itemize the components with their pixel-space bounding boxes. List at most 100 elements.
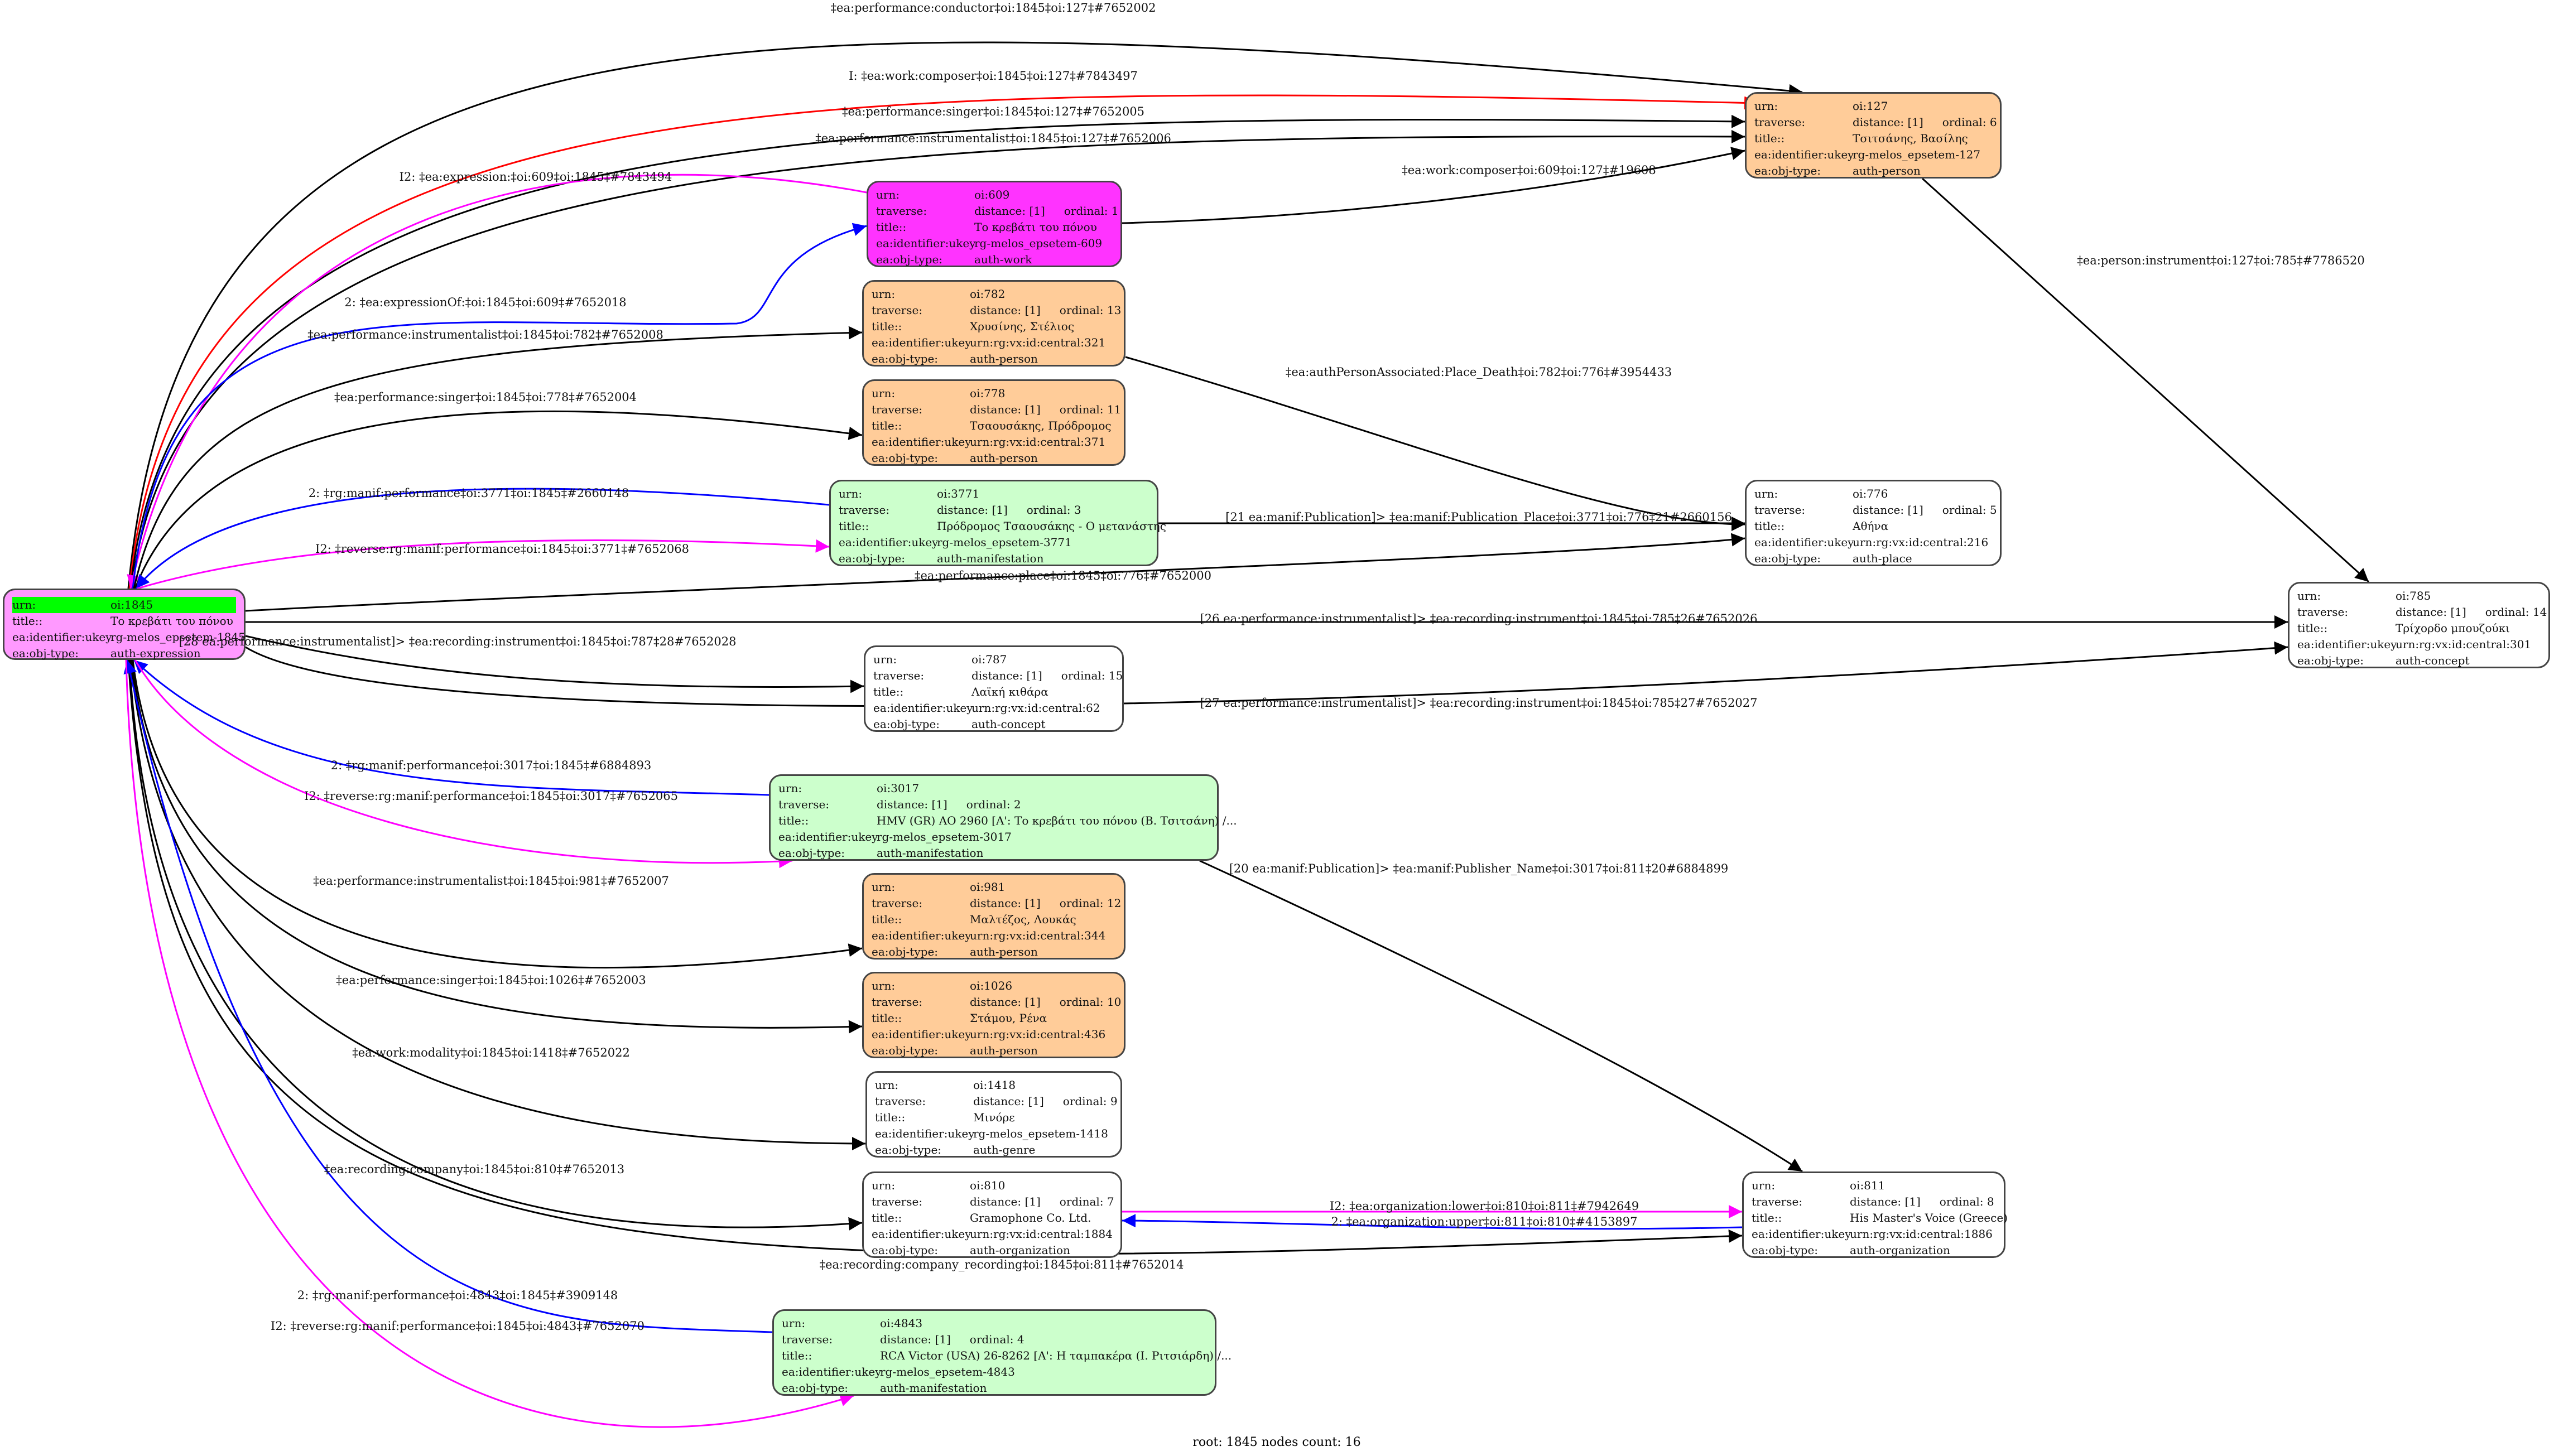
field-label: ea:obj-type: bbox=[778, 846, 845, 860]
field-label: ea:obj-type: bbox=[872, 1243, 939, 1257]
graph-edge[interactable] bbox=[129, 659, 866, 1150]
node-field-type: ea:obj-type:auth-concept bbox=[2297, 653, 2541, 669]
field-label: title:: bbox=[876, 220, 907, 234]
field-value: rg-melos_epsetem-1418 bbox=[973, 1127, 1108, 1140]
field-label: title:: bbox=[872, 1211, 902, 1224]
graph-edge[interactable] bbox=[125, 659, 854, 1428]
graph-edge[interactable] bbox=[134, 659, 793, 869]
graph-edge[interactable] bbox=[131, 659, 863, 1034]
field-value: HMV (GR) AO 2960 [A': Το κρεβάτι του πόν… bbox=[877, 814, 1237, 827]
graph-edge[interactable] bbox=[245, 533, 1745, 612]
field-value: distance: [1]ordinal: 12 bbox=[970, 895, 1121, 912]
graph-edge[interactable] bbox=[128, 659, 863, 1231]
edge-label: I2: ‡reverse:rg:manif:performance‡oi:184… bbox=[315, 542, 689, 556]
graph-edge[interactable] bbox=[123, 659, 773, 1333]
graph-edge[interactable] bbox=[127, 659, 1743, 1255]
node-field-traverse: traverse:distance: [1]ordinal: 15 bbox=[873, 668, 1123, 684]
field-label: traverse: bbox=[2297, 605, 2349, 619]
graph-edge[interactable] bbox=[127, 41, 1803, 589]
graph-edge[interactable] bbox=[132, 223, 867, 589]
node-field-type: ea:obj-type:auth-person bbox=[872, 351, 1116, 367]
field-value: rg-melos_epsetem-609 bbox=[974, 237, 1103, 250]
graph-edge[interactable] bbox=[1921, 177, 2370, 583]
field-label: title:: bbox=[1752, 1211, 1782, 1224]
ordinal-value: ordinal: 8 bbox=[1939, 1195, 1994, 1208]
node-field-traverse: traverse:distance: [1]ordinal: 14 bbox=[2297, 604, 2547, 620]
distance-value: distance: [1] bbox=[937, 503, 1008, 517]
field-value: oi:785 bbox=[2396, 589, 2431, 602]
edge-label: ‡ea:performance:place‡oi:1845‡oi:776‡#76… bbox=[915, 569, 1211, 582]
field-label: urn: bbox=[1754, 487, 1778, 500]
field-value: distance: [1]ordinal: 13 bbox=[970, 302, 1121, 319]
node-field-title: title::Στάμου, Ρένα bbox=[872, 1010, 1116, 1026]
graph-edge[interactable] bbox=[131, 129, 1745, 589]
node-field-type: ea:obj-type:auth-person bbox=[872, 944, 1116, 960]
graph-edge[interactable] bbox=[129, 114, 1745, 589]
field-value: distance: [1]ordinal: 1 bbox=[974, 203, 1119, 219]
edge-label: 2: ‡rg:manif:performance‡oi:3771‡oi:1845… bbox=[308, 486, 629, 500]
edge-label: I: ‡ea:work:composer‡oi:1845‡oi:127‡#784… bbox=[849, 69, 1138, 83]
field-value: auth-person bbox=[970, 945, 1038, 958]
graph-edge[interactable] bbox=[1125, 356, 1745, 531]
field-label: title:: bbox=[1754, 519, 1785, 533]
field-label: title:: bbox=[873, 685, 904, 698]
distance-value: distance: [1] bbox=[970, 1195, 1041, 1208]
field-value: Gramophone Co. Ltd. bbox=[970, 1211, 1091, 1224]
node-field-title: title::Πρόδρομος Τσαουσάκης - Ο μετανάστ… bbox=[839, 518, 1166, 534]
edge-label: [26 ea:performance:instrumentalist]> ‡ea… bbox=[1200, 612, 1758, 625]
distance-value: distance: [1] bbox=[1853, 503, 1923, 517]
graph-edge[interactable] bbox=[1122, 1214, 1743, 1230]
graph-edge[interactable] bbox=[128, 94, 1758, 589]
graph-edge[interactable] bbox=[245, 635, 864, 693]
field-value: Το κρεβάτι του πόνου bbox=[974, 220, 1097, 234]
field-label: ea:identifier:ukey bbox=[1754, 148, 1854, 161]
node-field-urn: urn:oi:811 bbox=[1752, 1178, 1996, 1194]
field-label: title:: bbox=[875, 1111, 906, 1124]
ordinal-value: ordinal: 13 bbox=[1059, 303, 1122, 317]
edge-label: ‡ea:work:composer‡oi:609‡oi:127‡#19608 bbox=[1402, 163, 1656, 177]
graph-edge[interactable] bbox=[127, 173, 867, 589]
graph-edge[interactable] bbox=[133, 659, 769, 796]
ordinal-value: ordinal: 15 bbox=[1061, 669, 1123, 682]
edge-label: ‡ea:recording:company‡oi:1845‡oi:810‡#76… bbox=[324, 1163, 625, 1176]
graph-edge[interactable] bbox=[137, 539, 830, 590]
field-value: auth-organization bbox=[970, 1243, 1070, 1257]
field-value: rg-melos_epsetem-3771 bbox=[937, 536, 1072, 549]
graph-edge[interactable] bbox=[133, 326, 863, 589]
ordinal-value: ordinal: 7 bbox=[1059, 1195, 1114, 1208]
field-label: title:: bbox=[2297, 621, 2328, 635]
node-field-title: title::Χρυσίνης, Στέλιος bbox=[872, 319, 1116, 335]
field-value: auth-work bbox=[974, 253, 1032, 266]
graph-edge[interactable] bbox=[1199, 860, 1803, 1173]
graph-edge[interactable] bbox=[135, 488, 830, 589]
node-field-type: ea:obj-type:auth-organization bbox=[1752, 1242, 1996, 1259]
field-label: ea:identifier:ukey bbox=[872, 435, 971, 449]
graph-edge[interactable] bbox=[1122, 147, 1745, 224]
graph-edge[interactable] bbox=[132, 659, 863, 969]
field-value: urn:rg:vx:id:central:1886 bbox=[1850, 1227, 1993, 1241]
graph-edge[interactable] bbox=[134, 410, 863, 589]
field-label: traverse: bbox=[778, 798, 830, 811]
distance-value: distance: [1] bbox=[880, 1333, 951, 1346]
field-label: ea:obj-type: bbox=[876, 253, 943, 266]
